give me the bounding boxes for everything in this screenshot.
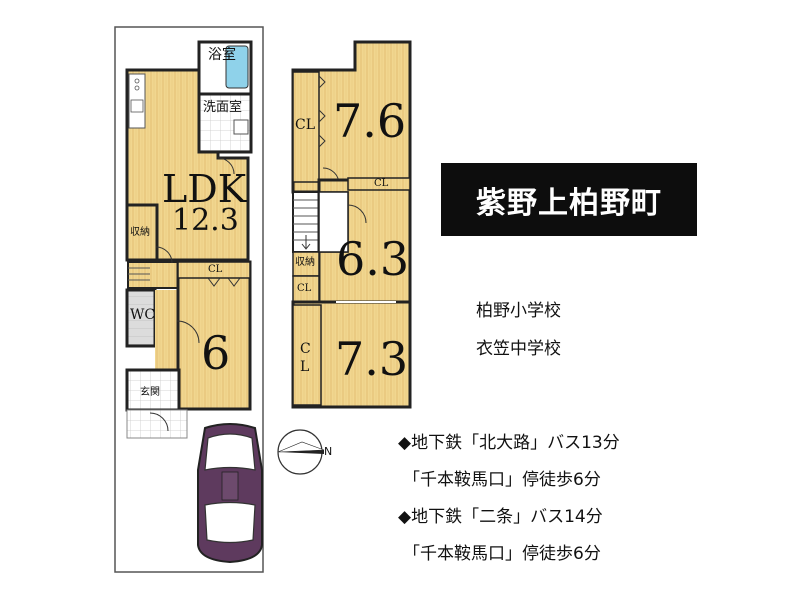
ldk-storage — [125, 203, 159, 262]
page-title: 紫野上柏野町 — [441, 163, 697, 236]
room-6-3-closet-top — [347, 177, 411, 191]
room-6-closet-label: CL — [208, 264, 223, 275]
room-6-3-closet-top-label: CL — [374, 178, 389, 189]
entrance-label: 玄関 — [140, 387, 160, 398]
room-6-3-closet — [292, 275, 320, 303]
room-7-6-size: 7.6 — [333, 94, 407, 148]
access-line-3: ◆地下鉄「二条」バス14分 — [398, 507, 603, 527]
room-7-6-closet — [292, 71, 320, 183]
room-7-3-closet — [292, 304, 322, 406]
ldk-storage-label: 収納 — [130, 227, 150, 238]
floor-1 — [125, 40, 253, 439]
room-7-3-closet-label: CL — [300, 341, 311, 375]
room-6-closet — [177, 261, 251, 279]
room-6-3-storage-label: 収納 — [295, 257, 315, 268]
room-7-3-size: 7.3 — [335, 332, 409, 386]
stairs-1f — [127, 261, 179, 289]
wc-room — [125, 288, 157, 348]
ldk-label: LDK — [162, 167, 247, 211]
school-elementary: 柏野小学校 — [476, 301, 561, 321]
room-6-3-size: 6.3 — [336, 232, 410, 286]
room-6-3-closet-label: CL — [297, 283, 312, 294]
site-boundary — [114, 26, 264, 573]
floor-2 — [291, 40, 412, 409]
room-6-3-storage — [292, 251, 320, 277]
bathtub — [225, 45, 249, 89]
compass — [277, 429, 325, 475]
access-line-2: 「千本鞍馬口」停徒歩6分 — [403, 470, 601, 490]
kitchen-counter — [128, 73, 146, 129]
room-7-6-closet-label: CL — [295, 117, 316, 133]
hallway — [155, 290, 179, 370]
entrance — [125, 368, 181, 412]
washroom-label: 洗面室 — [203, 100, 243, 115]
access-line-1: ◆地下鉄「北大路」バス13分 — [398, 433, 620, 453]
wc-label: WC — [130, 307, 156, 323]
car-icon — [197, 423, 263, 564]
compass-north-label: N — [324, 445, 333, 458]
washer — [233, 119, 249, 135]
ldk-size: 12.3 — [172, 203, 239, 238]
school-junior-high: 衣笠中学校 — [476, 339, 561, 359]
bath-label: 浴室 — [208, 47, 236, 63]
room-6-size: 6 — [201, 326, 231, 380]
access-line-4: 「千本鞍馬口」停徒歩6分 — [403, 544, 601, 564]
